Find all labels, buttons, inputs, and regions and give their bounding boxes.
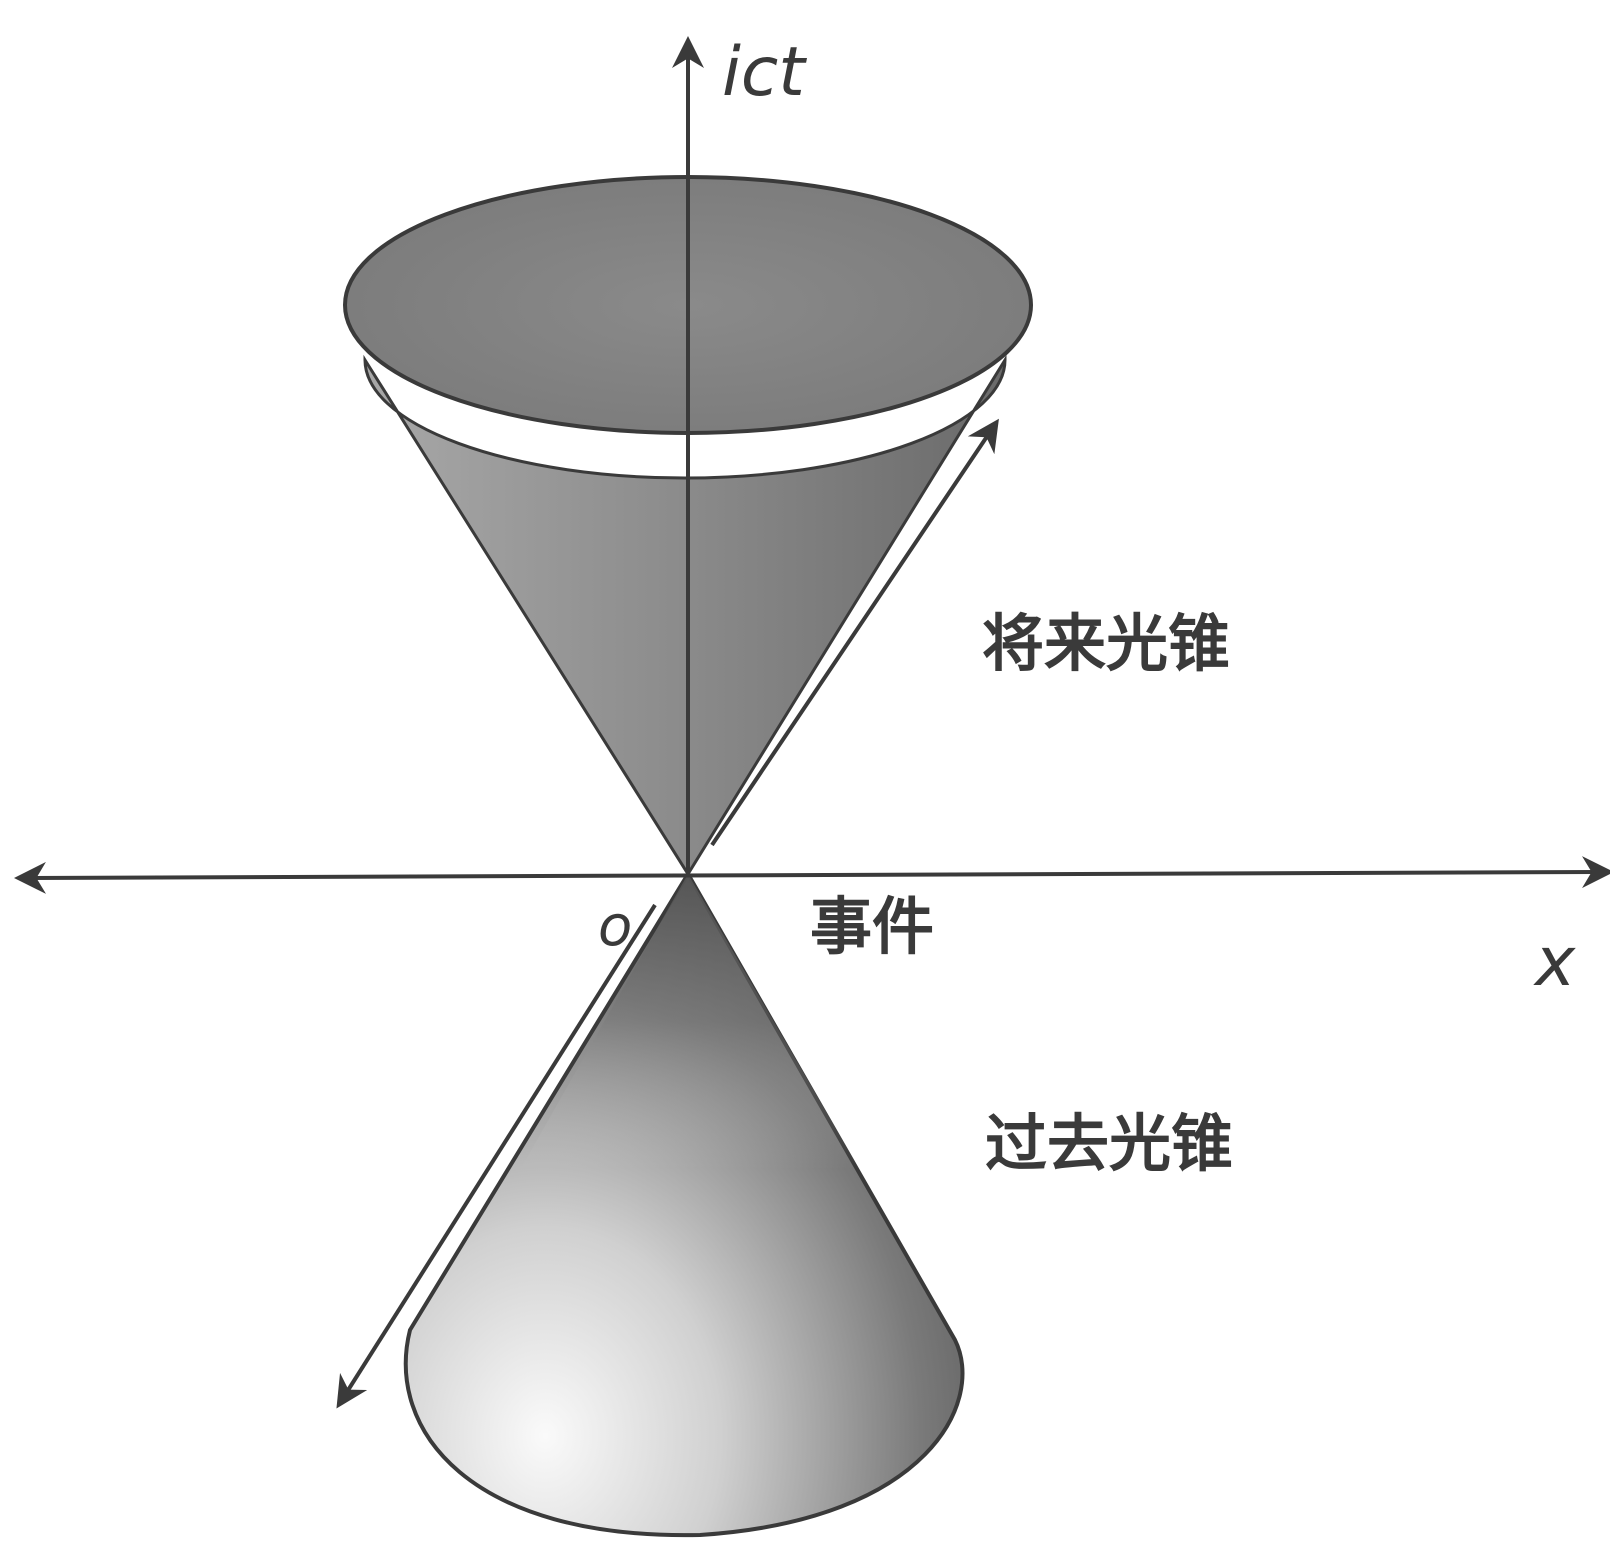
past-light-cone bbox=[406, 874, 963, 1535]
space-axis-label: x bbox=[1533, 923, 1576, 1002]
space-axis bbox=[30, 872, 1598, 878]
past-cone-top-shade bbox=[520, 874, 860, 1170]
future-light-cone-label: 将来光锥 bbox=[982, 607, 1230, 680]
origin-label: o bbox=[598, 894, 632, 959]
time-axis-label: ict bbox=[722, 33, 807, 112]
event-label: 事件 bbox=[810, 890, 934, 963]
future-cone-side bbox=[365, 360, 1005, 874]
past-light-cone-label: 过去光锥 bbox=[985, 1107, 1233, 1180]
